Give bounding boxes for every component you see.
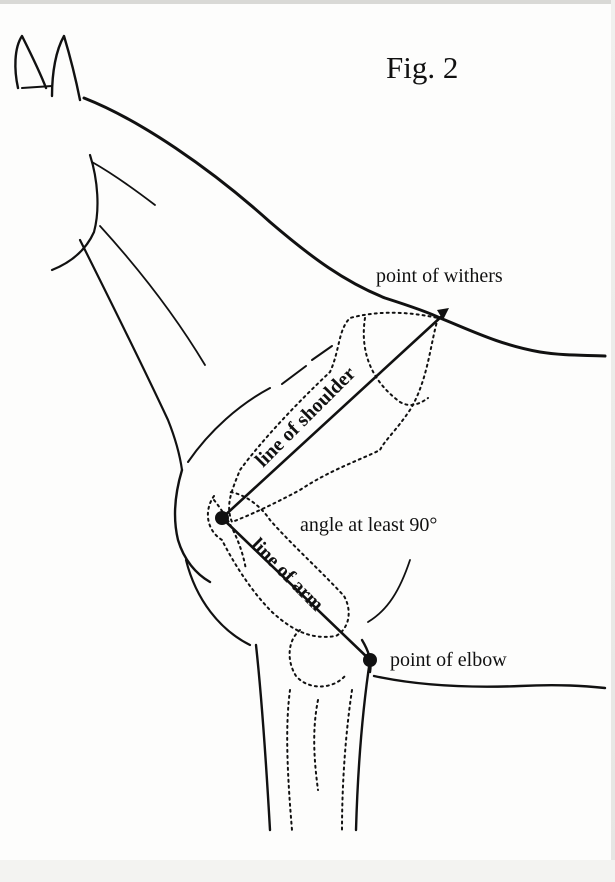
back-line — [440, 318, 605, 356]
shoulder-point-dot — [215, 511, 229, 525]
forearm-bone-mid — [314, 700, 318, 790]
shoulder-dash-2 — [312, 346, 332, 360]
poll-line — [22, 86, 52, 88]
forearm-bone-right — [342, 690, 352, 830]
label-point-of-withers: point of withers — [376, 265, 503, 288]
label-point-of-elbow: point of elbow — [390, 649, 507, 672]
chest-front — [175, 470, 210, 582]
elbow-joint-outline — [290, 630, 345, 687]
chest-muscle — [186, 560, 250, 645]
neck-underline — [80, 240, 182, 470]
foreleg-front — [256, 645, 270, 830]
neck-crease — [92, 162, 155, 205]
foreleg-back — [356, 660, 370, 830]
throat-line — [52, 155, 97, 270]
scapula-inner — [364, 318, 428, 405]
label-angle: angle at least 90° — [300, 514, 437, 537]
scapula-outline — [229, 313, 438, 522]
ear-right — [52, 36, 80, 100]
shoulder-dash — [282, 366, 306, 384]
upper-arm-line — [368, 560, 410, 622]
belly-line — [374, 676, 605, 688]
neck-muscle-line — [100, 226, 205, 365]
forearm-bone-left — [287, 690, 292, 830]
ear-left — [15, 36, 46, 88]
figure-title: Fig. 2 — [386, 50, 458, 86]
elbow-point-dot — [363, 653, 377, 667]
